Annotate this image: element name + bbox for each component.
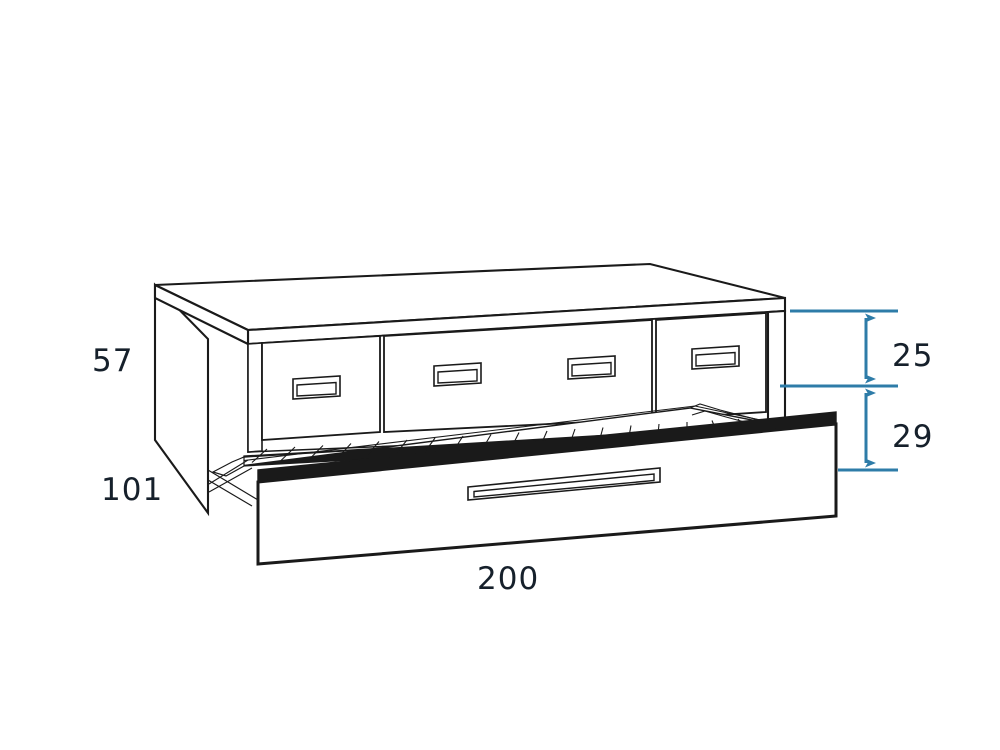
handle-drawer-left[interactable] xyxy=(292,375,341,400)
handle-drawer-center-right[interactable] xyxy=(567,355,616,380)
inner-left-line-b xyxy=(207,479,253,507)
slat-right-rail xyxy=(689,403,779,426)
pull-out-trundle-drawer[interactable] xyxy=(256,422,838,566)
handle-drawer-right[interactable] xyxy=(691,345,740,370)
right-side-panel xyxy=(766,309,787,432)
dim-label-width: 200 xyxy=(477,561,539,597)
dim-label-height: 57 xyxy=(92,343,133,379)
left-front-stile xyxy=(247,342,263,453)
bed-assembly xyxy=(153,262,838,566)
dim-label-lower-drawer: 29 xyxy=(892,419,933,455)
dim-label-depth: 101 xyxy=(101,472,163,508)
handle-drawer-center-left[interactable] xyxy=(433,362,482,387)
dim-label-upper-drawer: 25 xyxy=(892,338,933,374)
slat-left-rail-line-2 xyxy=(208,467,253,493)
handle-trundle-drawer[interactable] xyxy=(467,467,661,501)
slat-left-rail-line xyxy=(208,459,249,485)
left-side-panel xyxy=(153,282,210,517)
inner-left-line-a xyxy=(207,469,259,501)
dimension-annotations: 25 29 57 101 200 xyxy=(92,309,933,597)
